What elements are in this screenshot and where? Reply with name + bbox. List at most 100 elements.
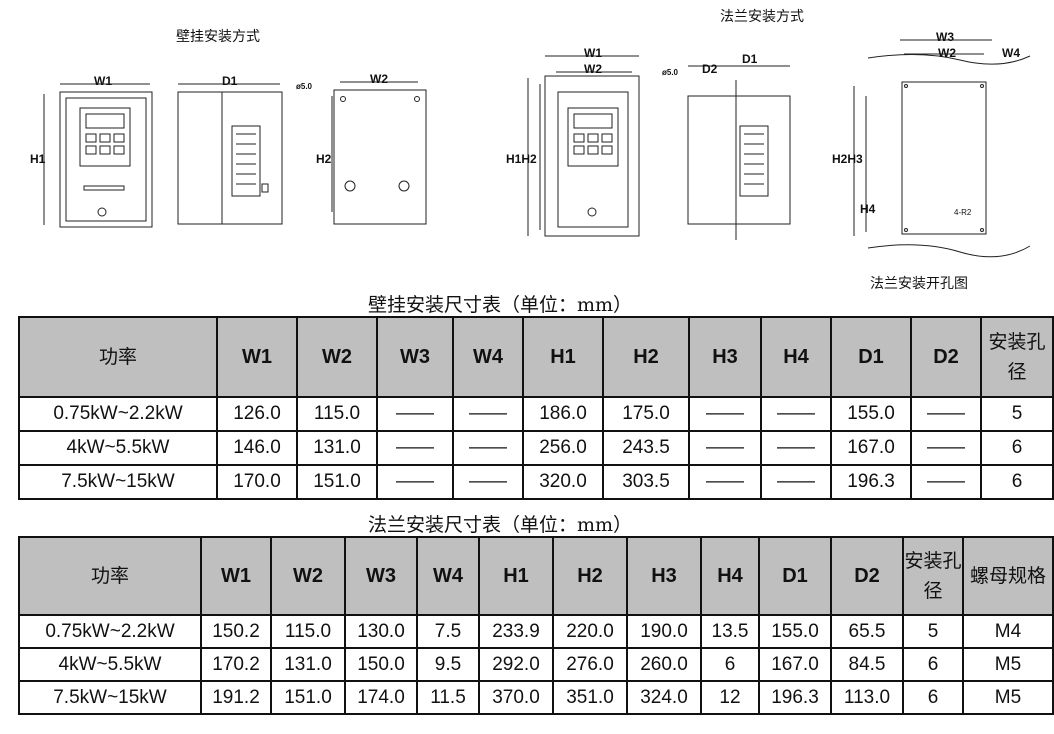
table-cell: 4kW~5.5kW xyxy=(18,430,218,466)
table-cell: 167.0 xyxy=(758,647,832,682)
wall-table-caption: 壁挂安装尺寸表（单位：mm） xyxy=(368,294,633,316)
flange-d2-label: D2 xyxy=(702,62,718,76)
wall-th-h2: H2 xyxy=(602,316,690,398)
table-row: 0.75kW~2.2kW 150.2 115.0 130.0 7.5 233.9… xyxy=(18,614,1054,649)
table-cell: 150.2 xyxy=(200,614,272,649)
table-cell: —— xyxy=(910,430,982,466)
table-cell: 6 xyxy=(980,464,1054,500)
flange-table-caption: 法兰安装尺寸表（单位：mm） xyxy=(368,514,633,536)
table-row: 7.5kW~15kW 170.0 151.0 —— —— 320.0 303.5… xyxy=(18,464,1054,500)
table-cell: 191.2 xyxy=(200,680,272,715)
table-cell: —— xyxy=(688,430,762,466)
flange-cutout-title: 法兰安装开孔图 xyxy=(870,276,968,292)
flange-th-w2: W2 xyxy=(270,536,346,616)
wall-th-h1: H1 xyxy=(522,316,604,398)
table-cell: 130.0 xyxy=(344,614,418,649)
table-cell: 155.0 xyxy=(830,396,912,432)
table-cell: 126.0 xyxy=(216,396,298,432)
table-cell: 220.0 xyxy=(552,614,628,649)
table-row: 4kW~5.5kW 170.2 131.0 150.0 9.5 292.0 27… xyxy=(18,647,1054,682)
wall-h2-label: H2 xyxy=(316,152,332,166)
table-cell: —— xyxy=(760,430,832,466)
flange-mount-title: 法兰安装方式 xyxy=(720,9,804,25)
flange-w2-label: W2 xyxy=(584,62,602,76)
table-cell: 186.0 xyxy=(522,396,604,432)
table-cell: 65.5 xyxy=(830,614,904,649)
flange-w1-label: W1 xyxy=(584,46,602,60)
table-cell: 196.3 xyxy=(830,464,912,500)
mounting-drawings xyxy=(43,39,1031,258)
table-cell: 115.0 xyxy=(270,614,346,649)
wall-hole-label: ø5.0 xyxy=(296,82,313,91)
table-cell: 7.5kW~15kW xyxy=(18,464,218,500)
table-cell: 6 xyxy=(980,430,1054,466)
table-cell: —— xyxy=(688,464,762,500)
table-cell: 12 xyxy=(700,680,760,715)
table-cell: —— xyxy=(760,464,832,500)
wall-d1-label: D1 xyxy=(222,74,238,88)
wall-mount-title: 壁挂安装方式 xyxy=(176,29,260,45)
table-cell: —— xyxy=(910,464,982,500)
table-cell: 190.0 xyxy=(626,614,702,649)
table-cell: 243.5 xyxy=(602,430,690,466)
wall-w1-label: W1 xyxy=(94,74,112,88)
table-cell: —— xyxy=(452,430,524,466)
table-cell: —— xyxy=(376,430,454,466)
table-cell: 131.0 xyxy=(270,647,346,682)
flange-side-view xyxy=(687,65,791,240)
wall-th-h4: H4 xyxy=(760,316,832,398)
wall-th-power: 功率 xyxy=(18,316,218,398)
table-cell: 6 xyxy=(902,647,964,682)
flange-th-power: 功率 xyxy=(18,536,202,616)
cutout-w3-label: W3 xyxy=(936,30,954,44)
flange-h1h2-label: H1H2 xyxy=(506,152,537,166)
table-cell: 6 xyxy=(700,647,760,682)
flange-th-h2: H2 xyxy=(552,536,628,616)
cutout-w4-label: W4 xyxy=(1002,46,1020,60)
table-row: 7.5kW~15kW 191.2 151.0 174.0 11.5 370.0 … xyxy=(18,680,1054,715)
flange-dimension-table: 功率 W1 W2 W3 W4 H1 H2 H3 H4 D1 D2 安装孔径 螺母… xyxy=(18,536,1054,715)
table-row: 4kW~5.5kW 146.0 131.0 —— —— 256.0 243.5 … xyxy=(18,430,1054,466)
table-cell: 256.0 xyxy=(522,430,604,466)
table-cell: 170.0 xyxy=(216,464,298,500)
table-cell: —— xyxy=(376,464,454,500)
table-cell: 7.5kW~15kW xyxy=(18,680,202,715)
flange-th-h3: H3 xyxy=(626,536,702,616)
table-cell: —— xyxy=(452,396,524,432)
table-cell: M4 xyxy=(962,614,1054,649)
wall-th-w3: W3 xyxy=(376,316,454,398)
table-cell: 146.0 xyxy=(216,430,298,466)
table-cell: 7.5 xyxy=(416,614,480,649)
cutout-h2h3-label: H2H3 xyxy=(832,152,863,166)
flange-th-h1: H1 xyxy=(478,536,554,616)
table-cell: 113.0 xyxy=(830,680,904,715)
wall-th-d1: D1 xyxy=(830,316,912,398)
table-row: 0.75kW~2.2kW 126.0 115.0 —— —— 186.0 175… xyxy=(18,396,1054,432)
wall-front-view xyxy=(43,83,153,228)
table-cell: 131.0 xyxy=(296,430,378,466)
wall-th-w1: W1 xyxy=(216,316,298,398)
table-cell: 155.0 xyxy=(758,614,832,649)
table-cell: 175.0 xyxy=(602,396,690,432)
table-cell: 150.0 xyxy=(344,647,418,682)
table-cell: 84.5 xyxy=(830,647,904,682)
table-cell: —— xyxy=(910,396,982,432)
flange-th-d1: D1 xyxy=(758,536,832,616)
table-cell: 370.0 xyxy=(478,680,554,715)
table-cell: 151.0 xyxy=(296,464,378,500)
flange-d1-label: D1 xyxy=(742,52,758,66)
flange-th-w4: W4 xyxy=(416,536,480,616)
table-cell: —— xyxy=(760,396,832,432)
table-cell: 5 xyxy=(980,396,1054,432)
table-cell: 0.75kW~2.2kW xyxy=(18,614,202,649)
table-cell: 260.0 xyxy=(626,647,702,682)
table-cell: 303.5 xyxy=(602,464,690,500)
flange-th-h4: H4 xyxy=(700,536,760,616)
wall-th-d2: D2 xyxy=(910,316,982,398)
wall-w2-label: W2 xyxy=(370,72,388,86)
wall-h1-label: H1 xyxy=(30,152,46,166)
flange-hole-label: ø5.0 xyxy=(662,68,679,77)
cutout-h4-label: H4 xyxy=(860,202,876,216)
cutout-r2-label: 4-R2 xyxy=(954,208,972,217)
table-cell: 324.0 xyxy=(626,680,702,715)
